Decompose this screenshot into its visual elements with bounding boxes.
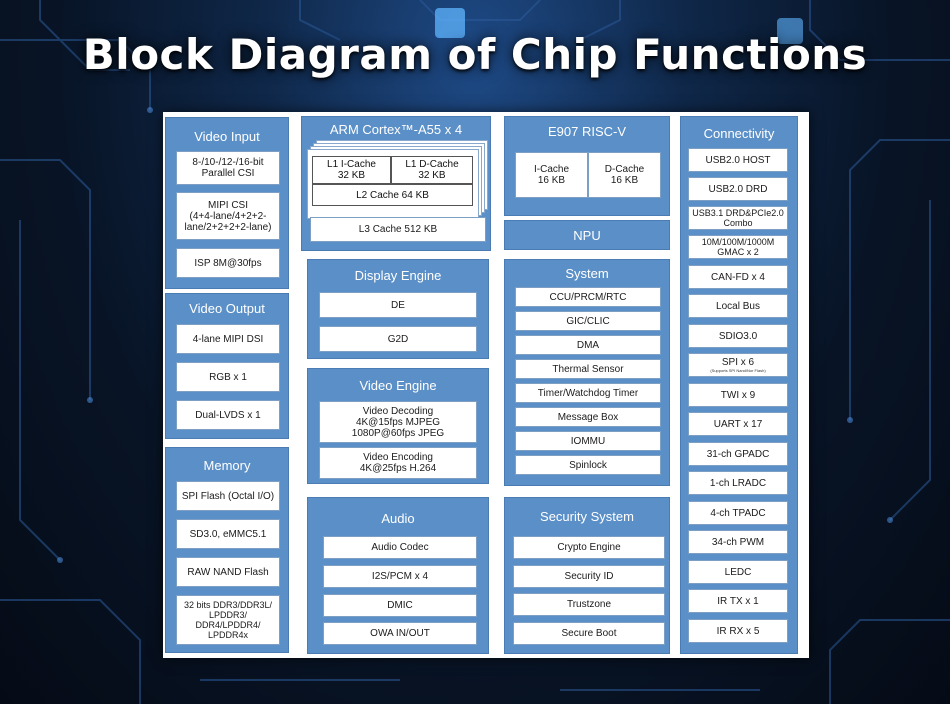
conn-spi: SPI x 6 (Supports SPI Nand/Nor Flash): [688, 353, 788, 377]
video-engine-block: Video Engine Video Decoding 4K@15fps MJP…: [307, 368, 489, 484]
conn-usb31-pcie: USB3.1 DRD&PCIe2.0 Combo: [688, 206, 788, 230]
conn-twi: TWI x 9: [688, 383, 788, 407]
system-item-thermal: Thermal Sensor: [515, 359, 661, 379]
ddr-box: 32 bits DDR3/DDR3L/ LPDDR3/ DDR4/LPDDR4/…: [176, 595, 280, 645]
mipi-dsi-box: 4-lane MIPI DSI: [176, 324, 280, 354]
isp-box: ISP 8M@30fps: [176, 248, 280, 278]
l3-cache-box: L3 Cache 512 KB: [310, 217, 486, 242]
arm-cortex-block: ARM Cortex™-A55 x 4 L1 I-Cache 32 KB L1 …: [301, 116, 491, 251]
mipi-csi-box: MIPI CSI (4+4-lane/4+2+2- lane/2+2+2+2-l…: [176, 192, 280, 240]
system-item-spinlock: Spinlock: [515, 455, 661, 475]
raw-nand-box: RAW NAND Flash: [176, 557, 280, 587]
system-block: System CCU/PRCM/RTC GIC/CLIC DMA Thermal…: [504, 259, 670, 486]
display-engine-title: Display Engine: [354, 268, 442, 283]
risc-icache-box: I-Cache 16 KB: [515, 152, 588, 198]
display-engine-block: Display Engine DE G2D: [307, 259, 489, 359]
system-item-timer: Timer/Watchdog Timer: [515, 383, 661, 403]
conn-gpadc: 31-ch GPADC: [688, 442, 788, 466]
video-output-title: Video Output: [189, 301, 265, 316]
secure-boot-box: Secure Boot: [513, 622, 665, 645]
video-input-title: Video Input: [194, 129, 260, 144]
audio-title: Audio: [381, 511, 415, 526]
audio-codec-box: Audio Codec: [323, 536, 477, 559]
audio-block: Audio Audio Codec I2S/PCM x 4 DMIC OWA I…: [307, 497, 489, 654]
system-item-iommu: IOMMU: [515, 431, 661, 451]
sd-emmc-box: SD3.0, eMMC5.1: [176, 519, 280, 549]
conn-usb20-drd: USB2.0 DRD: [688, 177, 788, 201]
connectivity-title: Connectivity: [703, 126, 775, 141]
video-output-block: Video Output 4-lane MIPI DSI RGB x 1 Dua…: [165, 293, 289, 439]
risc-v-title: E907 RISC-V: [547, 124, 627, 139]
owa-box: OWA IN/OUT: [323, 622, 477, 645]
system-item-dma: DMA: [515, 335, 661, 355]
conn-ir-tx: IR TX x 1: [688, 589, 788, 613]
spi-flash-box: SPI Flash (Octal I/O): [176, 481, 280, 511]
memory-block: Memory SPI Flash (Octal I/O) SD3.0, eMMC…: [165, 447, 289, 653]
crypto-engine-box: Crypto Engine: [513, 536, 665, 559]
conn-gmac: 10M/100M/1000M GMAC x 2: [688, 235, 788, 259]
video-encoding-box: Video Encoding 4K@25fps H.264: [319, 447, 477, 479]
i2s-pcm-box: I2S/PCM x 4: [323, 565, 477, 588]
memory-title: Memory: [203, 458, 251, 473]
security-id-box: Security ID: [513, 565, 665, 588]
core-stack: L1 I-Cache 32 KB L1 D-Cache 32 KB L2 Cac…: [307, 149, 479, 219]
arm-cortex-title: ARM Cortex™-A55 x 4: [329, 122, 463, 137]
conn-ledc: LEDC: [688, 560, 788, 584]
diagram-panel: Video Input 8-/10-/12-/16-bit Parallel C…: [163, 112, 809, 658]
risc-v-block: E907 RISC-V I-Cache 16 KB D-Cache 16 KB: [504, 116, 670, 216]
system-item-msgbox: Message Box: [515, 407, 661, 427]
video-input-block: Video Input 8-/10-/12-/16-bit Parallel C…: [165, 117, 289, 289]
security-system-block: Security System Crypto Engine Security I…: [504, 497, 670, 654]
conn-spi-note: (Supports SPI Nand/Nor Flash): [710, 368, 766, 373]
trustzone-box: Trustzone: [513, 593, 665, 616]
system-item-gic: GIC/CLIC: [515, 311, 661, 331]
l2-cache-box: L2 Cache 64 KB: [312, 184, 473, 206]
de-box: DE: [319, 292, 477, 318]
conn-pwm: 34-ch PWM: [688, 530, 788, 554]
conn-can-fd: CAN-FD x 4: [688, 265, 788, 289]
conn-usb20-host: USB2.0 HOST: [688, 148, 788, 172]
conn-spi-label: SPI x 6: [721, 357, 755, 368]
conn-tpadc: 4-ch TPADC: [688, 501, 788, 525]
l1-dcache-box: L1 D-Cache 32 KB: [391, 156, 473, 184]
connectivity-block: Connectivity USB2.0 HOST USB2.0 DRD USB3…: [680, 116, 798, 654]
parallel-csi-box: 8-/10-/12-/16-bit Parallel CSI: [176, 151, 280, 185]
video-decoding-box: Video Decoding 4K@15fps MJPEG 1080P@60fp…: [319, 401, 477, 443]
conn-local-bus: Local Bus: [688, 294, 788, 318]
conn-ir-rx: IR RX x 5: [688, 619, 788, 643]
conn-uart: UART x 17: [688, 412, 788, 436]
video-engine-title: Video Engine: [359, 378, 437, 393]
dual-lvds-box: Dual-LVDS x 1: [176, 400, 280, 430]
conn-lradc: 1-ch LRADC: [688, 471, 788, 495]
l1-icache-box: L1 I-Cache 32 KB: [312, 156, 391, 184]
rgb-box: RGB x 1: [176, 362, 280, 392]
risc-dcache-box: D-Cache 16 KB: [588, 152, 661, 198]
conn-sdio: SDIO3.0: [688, 324, 788, 348]
system-title: System: [565, 266, 609, 281]
npu-block: NPU: [504, 220, 670, 250]
system-item-ccu: CCU/PRCM/RTC: [515, 287, 661, 307]
page-title: Block Diagram of Chip Functions: [82, 30, 868, 79]
dmic-box: DMIC: [323, 594, 477, 617]
security-system-title: Security System: [540, 509, 634, 524]
g2d-box: G2D: [319, 326, 477, 352]
